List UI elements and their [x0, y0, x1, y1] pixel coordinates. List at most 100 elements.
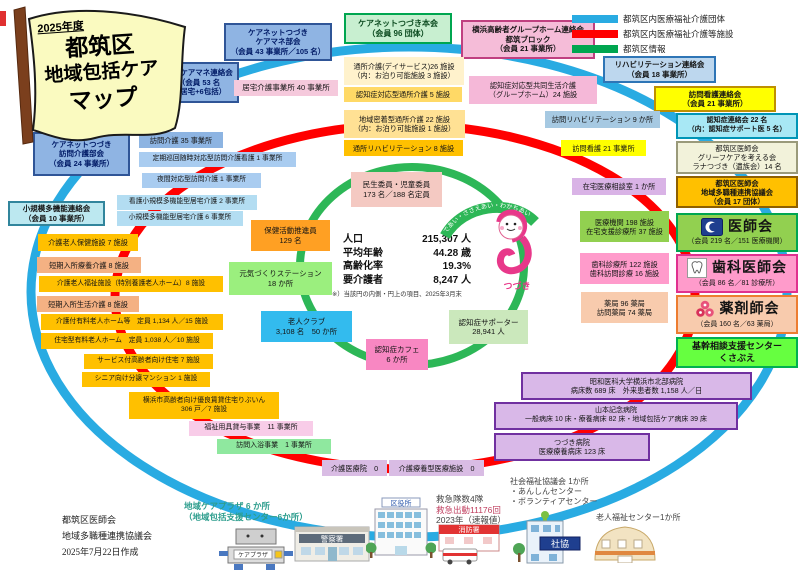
fire-sign-band	[439, 525, 499, 534]
careplaza-arm-right	[284, 551, 293, 556]
senior-window	[601, 539, 611, 549]
box-shokibo-renraku: 小規模多機能連絡会（会員 10 事業所）	[8, 201, 105, 226]
shakyo-line-2: ・あんしんセンター	[510, 487, 582, 496]
box-kikan-sodan: 基幹相談支援センターくさぶえ	[676, 337, 798, 368]
box-tanki-seikatsu: 短期入所生活介護 8 施設	[37, 296, 139, 312]
careplaza-sign-text: ケアプラザ	[238, 552, 268, 559]
senior-center-illustration	[594, 526, 656, 563]
box-iryokikan: 医療機関 198 施設在宅支援診療所 37 施設	[580, 211, 669, 242]
ward-sign-board	[381, 497, 421, 508]
box-group-home: 認知症対応型共同生活介護（グループホーム）24 施設	[469, 76, 597, 104]
mascot-eye-right	[513, 222, 517, 226]
police-window	[353, 547, 363, 555]
box-roken: 介護老人保健施設 7 施設	[38, 234, 138, 251]
box-ishikai-title: 医師会	[728, 218, 773, 235]
box-homon-kaigo: 訪問介護 35 事業所	[139, 132, 223, 148]
box-yamamoto-hosp: 山本記念病院一般病床 10 床・療養病床 82 床・地域包括ケア病床 39 床	[494, 402, 738, 430]
box-jutakugata-home: 住宅型有料老人ホーム 定員 1,038 人／10 施設	[41, 333, 213, 349]
police-window	[301, 547, 311, 555]
box-yakuzaishikai-title: 薬剤師会	[719, 300, 780, 317]
careplaza-line-2: （地域包括支援センター6か所）	[184, 512, 308, 522]
legend-item-1: 都筑区内医療福祉介護等施設	[572, 28, 734, 40]
fire-window	[483, 537, 492, 544]
box-fukushi-yogu: 福祉用具貸与事業 11 事業所	[189, 421, 313, 436]
box-homon-nyuyoku: 訪問入浴事業 1 事業所	[217, 439, 331, 454]
box-rehab-renraku: リハビリテーション連絡会（会員 18 事業所）	[603, 56, 716, 83]
careplaza-box-top	[235, 528, 277, 545]
police-door	[328, 547, 337, 561]
box-tsusho-rehab: 通所リハビリテーション 8 施設	[344, 140, 463, 156]
mascot-smile	[506, 228, 516, 231]
box-senior-mansion: シニア向け分譲マンション 1 施設	[82, 372, 210, 387]
ambulance-stripe	[443, 553, 477, 556]
legend-item-0: 都筑区内医療福祉介護団体	[572, 13, 734, 25]
legend-item-2: 都筑区情報	[572, 43, 734, 55]
legend: 都筑区内医療福祉介護団体都筑区内医療福祉介護等施設都筑区情報	[572, 13, 734, 58]
box-yakuzaishikai: 薬剤師会（会員 160 名／63 薬局）	[676, 295, 798, 334]
ward-windows	[378, 512, 421, 538]
careplaza-leg-left	[234, 564, 243, 570]
mascot-name: つづき	[503, 280, 530, 291]
box-shika-shinryojo: 歯科診療所 122 施設歯科訪問診療 16 施設	[580, 253, 669, 284]
senior-center-label: 老人福祉センター1か所	[596, 513, 681, 522]
careplaza-eye-left	[246, 534, 250, 538]
box-renkei-kyogikai: 都筑区医師会地域多職種連携協議会（会員 17 団体）	[676, 176, 798, 208]
flag-title: 2025年度 都筑区 地域包括ケア マップ	[23, 11, 179, 118]
careplaza-arm-left	[219, 551, 228, 556]
statistics-note: ※）当該円の内側・円上の項目、2025年3月末	[332, 291, 462, 298]
shakyo-mascot-icon	[541, 511, 549, 519]
ward-door	[395, 546, 407, 555]
box-kango-shokibo: 看護小規模多機能型居宅介護 2 事業所	[117, 195, 257, 210]
legend-swatch-1	[572, 30, 618, 38]
box-ishikai-sub: （会員 219 名／151 医療機関）	[687, 238, 787, 246]
tsuzuki-mascot: であい・ささえあい・わかちあい つづき	[440, 201, 539, 291]
box-tokuyo: 介護老人福祉施設（特別養護老人ホーム）8 施設	[39, 276, 223, 292]
box-teiki-junkai: 定期巡回随時対応型訪問介護看護 1 事業所	[139, 152, 296, 167]
police-station-illustration: 警察署	[294, 526, 370, 562]
mascot-eye-left	[505, 222, 509, 226]
box-ninchisho-renraku: 認知症連絡会 22 名（内：認知症サポート医 5 名）	[676, 113, 798, 139]
careplaza-door	[274, 550, 283, 559]
senior-window	[633, 539, 643, 549]
tree-icon	[425, 542, 436, 554]
box-zaitaku-sodan: 在宅医療相談室 1 か所	[572, 178, 666, 195]
footer-line-2: 地域多職種連携協議会	[62, 531, 153, 541]
box-ishikai: 医師会 （会員 219 名／151 医療機関）	[676, 213, 798, 252]
edge-red-mark	[0, 11, 6, 26]
box-grief-care: 都筑区医師会グリーフケアを考える会ラナつづき（遺族会）14 名	[676, 141, 798, 174]
senior-window	[617, 539, 627, 549]
legend-swatch-0	[572, 15, 618, 23]
tooth-icon	[687, 258, 707, 279]
shakyo-info: 社会福祉協議会 1か所 ・あんしんセンター ・ボランティアセンター	[510, 477, 597, 507]
tree-icon	[513, 543, 525, 555]
tree-icon	[366, 542, 377, 554]
box-shika-ishikai-sub: （会員 86 名／81 診療所）	[694, 280, 780, 288]
careplaza-sign-band	[233, 549, 273, 560]
careplaza-label: 地域ケアプラザ 6 か所 （地域包括支援センター6か所）	[184, 501, 308, 523]
shakyo-line-1: 社会福祉協議会 1か所	[510, 477, 589, 486]
legend-swatch-2	[572, 45, 618, 53]
box-shokibo-kyotaku: 小規模多機能型居宅介護 6 事業所	[117, 211, 243, 226]
tree-trunk	[430, 552, 433, 558]
emergency-line-2: 救急出動11176回	[436, 504, 501, 515]
fire-window	[445, 537, 454, 544]
box-homon-kango: 訪問看護 21 事業所	[561, 140, 646, 156]
flag-banner	[27, 9, 187, 142]
footer-line-3: 2025年7月22日作成	[62, 547, 139, 557]
fire-window	[464, 537, 473, 544]
shakyo-building-illustration: 社協	[513, 511, 581, 564]
emergency-stats: 救急隊数4隊 救急出動11176回 2023年（速報値）	[436, 494, 506, 526]
box-shika-ishikai: 歯科医師会（会員 86 名／81 診療所）	[676, 254, 798, 293]
police-sign-text: 警察署	[321, 534, 344, 544]
mascot-face	[498, 214, 524, 240]
emergency-line-3: 2023年（速報値）	[436, 515, 506, 525]
